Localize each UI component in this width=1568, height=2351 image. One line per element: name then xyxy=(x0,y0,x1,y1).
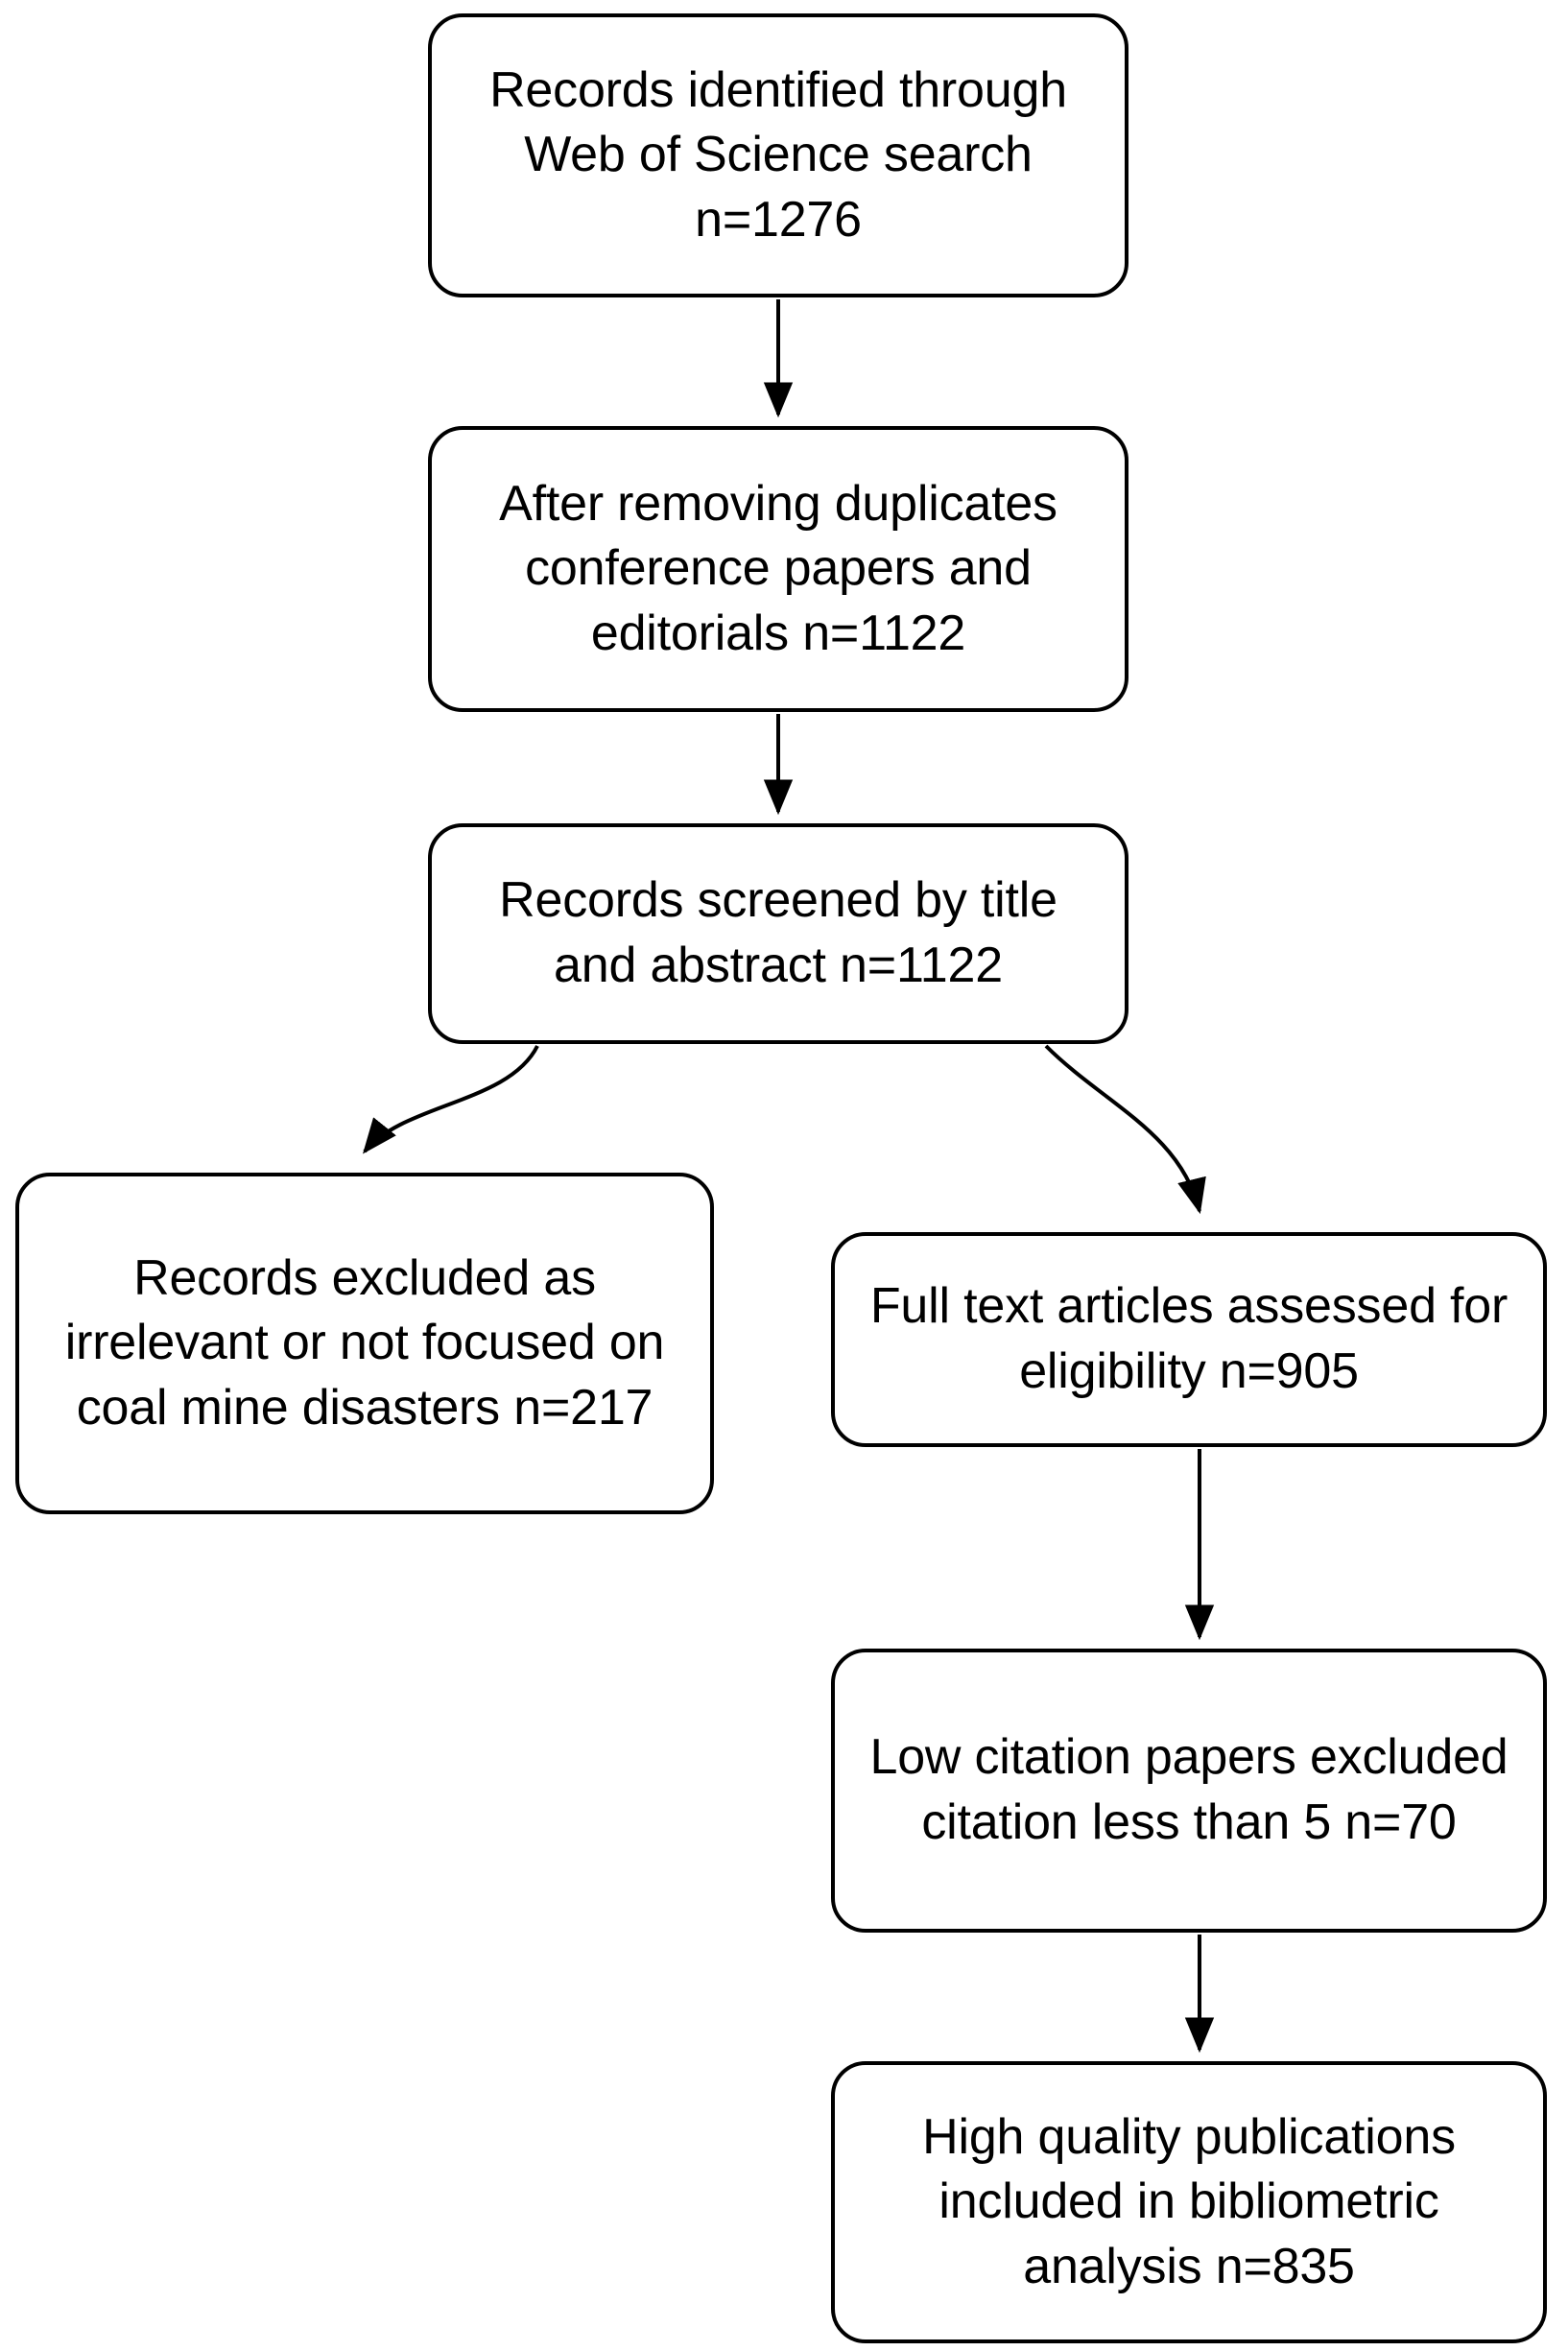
node-records-excluded: Records excluded as irrelevant or not fo… xyxy=(15,1173,714,1514)
node-full-text-assessed: Full text articles assessed for eligibil… xyxy=(831,1232,1547,1447)
node-low-citation-excluded-label: Low citation papers excluded citation le… xyxy=(869,1729,1509,1850)
node-records-excluded-label: Records excluded as irrelevant or not fo… xyxy=(64,1249,665,1436)
node-records-screened-label: Records screened by title and abstract n… xyxy=(499,872,1057,993)
node-records-screened: Records screened by title and abstract n… xyxy=(428,823,1128,1044)
arrow-screened-to-excluded xyxy=(362,1045,539,1154)
node-records-identified-label: Records identified through Web of Scienc… xyxy=(489,61,1067,248)
node-publications-included: High quality publications included in bi… xyxy=(831,2061,1547,2343)
node-publications-included-label: High quality publications included in bi… xyxy=(922,2108,1456,2294)
arrow-screened-to-fulltext xyxy=(1044,1044,1206,1215)
node-low-citation-excluded: Low citation papers excluded citation le… xyxy=(831,1649,1547,1933)
node-after-removing-duplicates-label: After removing duplicates conference pap… xyxy=(499,475,1057,661)
node-records-identified: Records identified through Web of Scienc… xyxy=(428,13,1128,297)
node-after-removing-duplicates: After removing duplicates conference pap… xyxy=(428,426,1128,712)
node-full-text-assessed-label: Full text articles assessed for eligibil… xyxy=(869,1278,1509,1399)
